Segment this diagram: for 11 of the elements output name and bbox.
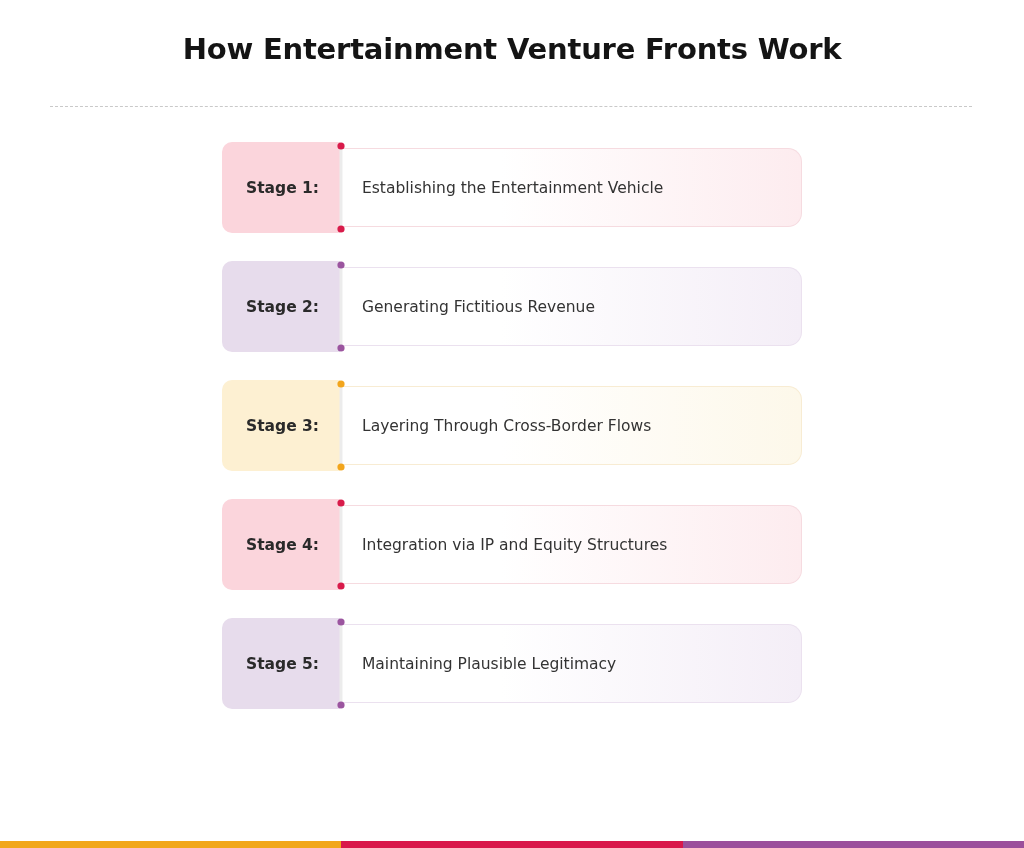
stage-label-tab: Stage 2: <box>222 261 340 352</box>
stage-description-panel: Establishing the Entertainment Vehicle <box>340 148 802 227</box>
stage-description-panel: Maintaining Plausible Legitimacy <box>340 624 802 703</box>
title: How Entertainment Venture Fronts Work <box>182 32 842 66</box>
stage-label-tab: Stage 1: <box>222 142 340 233</box>
stage-label-tab: Stage 5: <box>222 618 340 709</box>
stage-description-panel: Integration via IP and Equity Structures <box>340 505 802 584</box>
stage-description-panel: Generating Fictitious Revenue <box>340 267 802 346</box>
stage-label-tab: Stage 3: <box>222 380 340 471</box>
stage-description-panel: Layering Through Cross-Border Flows <box>340 386 802 465</box>
stage-label-tab: Stage 4: <box>222 499 340 590</box>
